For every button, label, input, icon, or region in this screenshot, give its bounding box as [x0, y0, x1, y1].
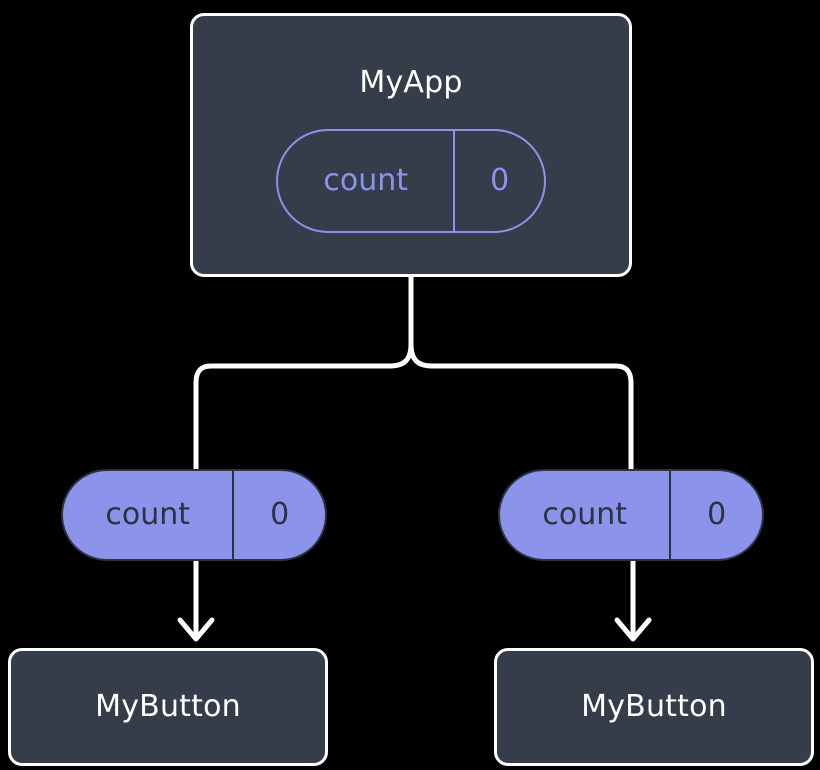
component-node-mybutton-left[interactable]: MyButton: [8, 648, 328, 766]
state-pill-value: 0: [453, 131, 544, 231]
component-title-myapp: MyApp: [359, 65, 463, 100]
edge-branch-left: [193, 341, 414, 473]
component-title-mybutton-left: MyButton: [95, 689, 241, 724]
prop-pill-value: 0: [232, 471, 325, 559]
prop-pill-key: count: [542, 497, 628, 532]
component-title-mybutton-right: MyButton: [581, 689, 727, 724]
edge-branch-right: [408, 341, 634, 473]
prop-pill-left[interactable]: count 0: [61, 469, 327, 561]
state-pill-key: count: [323, 163, 408, 198]
edge-arrow-right-head: [614, 617, 652, 642]
prop-pill-key: count: [105, 497, 191, 532]
prop-pill-right[interactable]: count 0: [498, 469, 764, 561]
edge-arrow-left-head: [177, 617, 215, 642]
component-node-mybutton-right[interactable]: MyButton: [494, 648, 814, 766]
state-pill-myapp[interactable]: count 0: [276, 129, 546, 233]
prop-pill-value: 0: [669, 471, 762, 559]
